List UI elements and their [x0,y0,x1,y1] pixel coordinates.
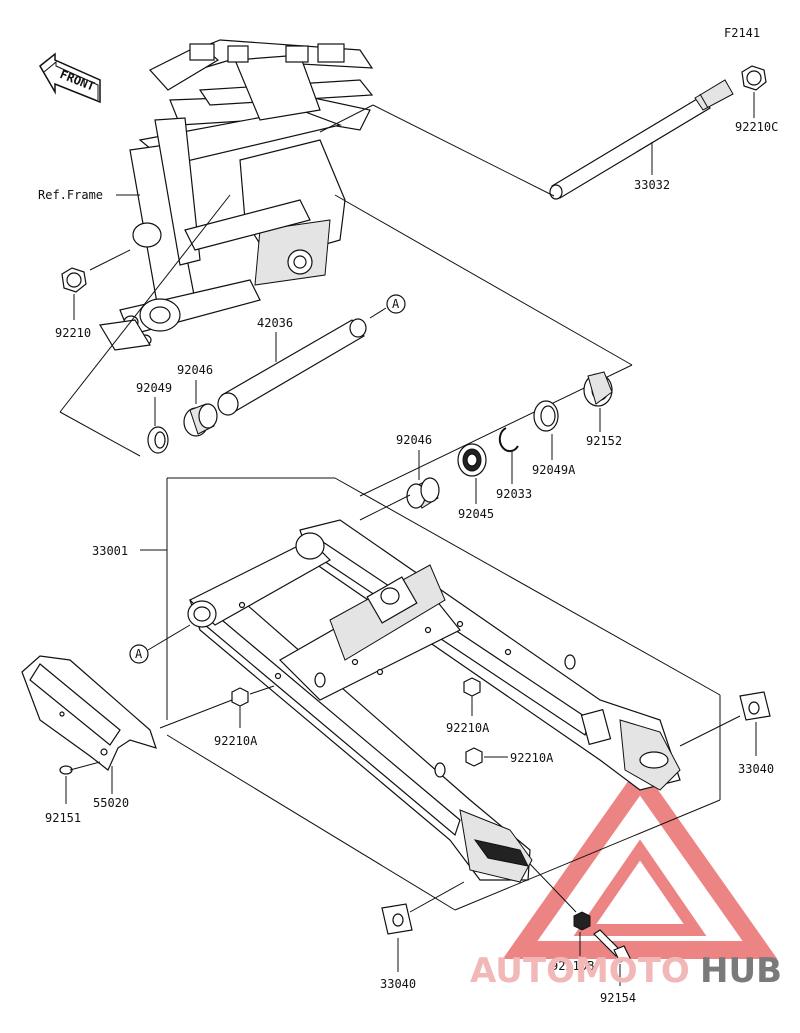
label-33001: 33001 [92,544,128,558]
watermark-text: AUTOMOTO HUB [470,951,782,991]
swingarm-33001 [187,519,681,883]
nut-92210B [573,911,591,931]
adjuster-33040-bottom [381,903,413,935]
front-arrow-icon [39,52,101,104]
ref-frame-label: Ref.Frame [38,188,103,202]
nut-92210 [61,267,87,293]
label-42036: 42036 [257,316,293,330]
label-92046-left: 92046 [177,363,213,377]
label-92151: 92151 [45,811,81,825]
seal-92049A [533,400,559,432]
cap-92152 [583,371,613,407]
diagram-code: F2141 [724,26,760,40]
collar-42036 [217,318,367,416]
screw-92151 [59,761,101,775]
nut-92210A-2 [463,677,481,697]
label-92049A: 92049A [532,463,576,477]
label-92210A-3: 92210A [510,751,554,765]
bolt-92154 [593,929,631,963]
label-92045: 92045 [458,507,494,521]
chain-guard-55020 [21,655,157,771]
watermark-part2: HUB [700,951,782,991]
ref-marker-a-bottom: A [129,644,149,664]
circlip-92033 [498,427,519,453]
watermark-logo [502,764,778,959]
svg-text:A: A [392,297,400,311]
watermark-part1: AUTOMOTO [470,951,690,991]
nut-92210C [741,65,767,91]
label-92210: 92210 [55,326,91,340]
label-92049: 92049 [136,381,172,395]
label-92046-right: 92046 [396,433,432,447]
frame-assembly [99,39,374,351]
ref-marker-a-top: A [386,294,406,314]
bearing-92046-left [183,403,218,437]
label-33040-bottom: 33040 [380,977,416,991]
label-92152: 92152 [586,434,622,448]
label-33032: 33032 [634,178,670,192]
label-55020: 55020 [93,796,129,810]
bearing-92045 [457,443,487,477]
label-92154: 92154 [600,991,636,1005]
bearing-92046-right [406,477,440,509]
label-33040-right: 33040 [738,762,774,776]
seal-92049 [147,426,169,454]
pivot-shaft [549,79,734,200]
adjuster-33040-right [739,691,771,721]
nut-92210A-1 [231,687,249,707]
label-92033: 92033 [496,487,532,501]
label-92210A-1: 92210A [214,734,258,748]
nut-92210A-3 [465,747,483,767]
svg-text:A: A [135,647,143,661]
label-92210C: 92210C [735,120,778,134]
label-92210B: 92210B [551,959,594,973]
label-92210A-2: 92210A [446,721,490,735]
